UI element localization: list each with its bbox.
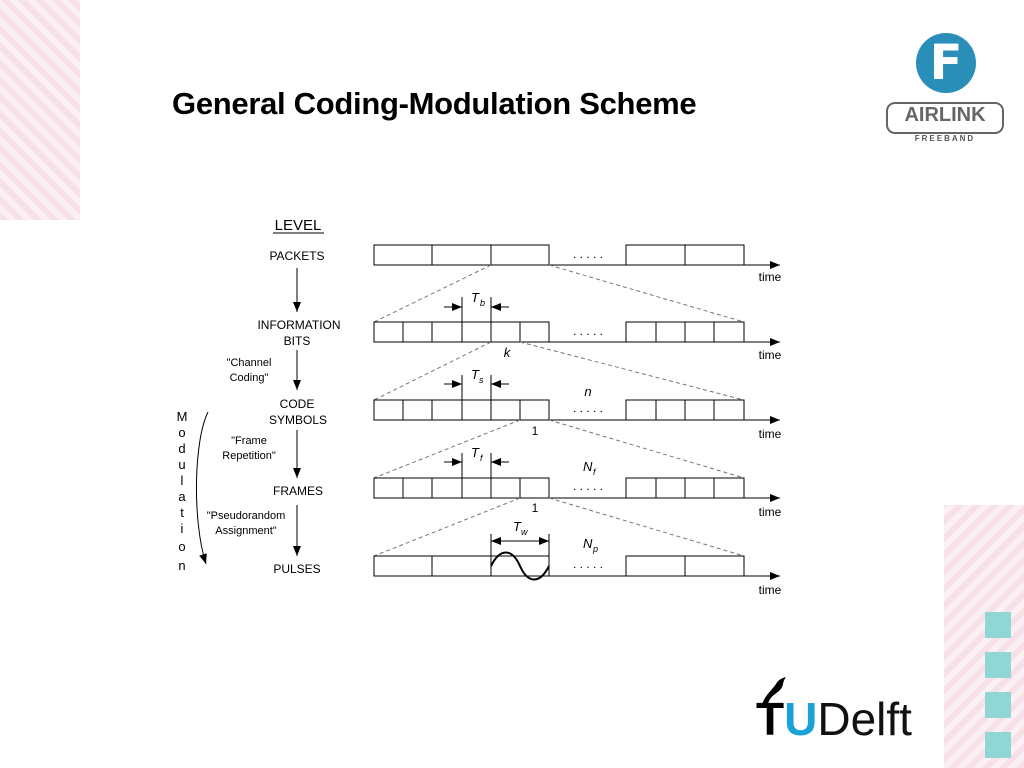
slide-title: General Coding-Modulation Scheme (172, 86, 697, 121)
teal-square (985, 692, 1011, 718)
symbol-nf: N (583, 459, 593, 474)
tudelft-logo-u: U (784, 693, 818, 745)
time-label: time (759, 427, 782, 441)
symbol-ts: T (471, 367, 480, 382)
symbol-k: k (504, 345, 512, 360)
airlink-logo-text: AIRLINK (904, 104, 986, 126)
modulation-letter: n (178, 558, 185, 573)
symbol-tf-sub: f (480, 453, 484, 463)
teal-square (985, 612, 1011, 638)
expansion-line (548, 497, 745, 557)
symbol-one: 1 (532, 424, 539, 438)
symbol-tb: T (471, 290, 480, 305)
pulse-waveform (490, 551, 550, 581)
symbol-tw: T (513, 519, 522, 534)
transition-channel: "Channel (227, 357, 272, 369)
expansion-line (373, 497, 521, 557)
level-symbols: SYMBOLS (269, 413, 327, 427)
teal-square (985, 652, 1011, 678)
symbol-one: 1 (532, 501, 539, 515)
packets-row (373, 244, 780, 269)
frames-row (373, 477, 780, 502)
ellipsis: . . . . . (573, 247, 603, 261)
tudelft-flame-icon (762, 677, 786, 704)
symbol-tf: T (471, 445, 480, 460)
symbol-n: n (584, 384, 591, 399)
decorative-pattern-left (0, 0, 80, 220)
level-information: INFORMATION (257, 318, 340, 332)
modulation-letter: d (178, 441, 185, 456)
expansion-line (519, 341, 745, 401)
ellipsis: . . . . . (573, 479, 603, 493)
level-bits: BITS (284, 334, 311, 348)
teal-square (985, 732, 1011, 758)
time-label: time (759, 505, 782, 519)
level-header: LEVEL (275, 217, 322, 234)
airlink-logo-frame (886, 102, 1004, 134)
modulation-curve-arrow (195, 411, 209, 565)
expansion-line (548, 419, 745, 479)
level-code: CODE (280, 397, 315, 411)
modulation-letter: o (178, 539, 185, 554)
expansion-line (373, 341, 492, 401)
symbol-tb-sub: b (480, 298, 485, 308)
transition-repetition: Repetition" (222, 450, 276, 462)
level-packets: PACKETS (269, 249, 324, 263)
level-pulses: PULSES (273, 562, 320, 576)
transition-coding: Coding" (230, 372, 269, 384)
transition-assignment: Assignment" (215, 525, 276, 537)
modulation-letter: M (177, 409, 188, 424)
symbol-nf-sub: f (593, 467, 597, 477)
modulation-letter: t (180, 505, 184, 520)
modulation-label: M o d u l a t i o n (177, 409, 188, 573)
modulation-letter: u (178, 457, 185, 472)
modulation-letter: o (178, 425, 185, 440)
symbols-row (373, 399, 780, 424)
symbol-ts-sub: s (479, 375, 484, 385)
ellipsis: . . . . . (573, 324, 603, 338)
tudelft-logo-t: T (756, 693, 785, 745)
level-frames: FRAMES (273, 484, 323, 498)
expansion-line (548, 264, 745, 323)
transition-frame: "Frame (231, 435, 267, 447)
time-label: time (759, 583, 782, 597)
modulation-letter: i (181, 521, 184, 536)
expansion-line (373, 419, 521, 479)
symbol-np: N (583, 536, 593, 551)
ellipsis: . . . . . (573, 557, 603, 571)
airlink-logo-icon: F (916, 33, 976, 93)
symbol-tw-sub: w (521, 527, 528, 537)
freeband-logo-text: FREEBAND (914, 134, 976, 143)
tudelft-logo: TUDelft (756, 692, 912, 746)
expansion-line (373, 264, 492, 323)
modulation-letter: a (178, 489, 186, 504)
tudelft-logo-delft: Delft (817, 693, 912, 745)
modulation-letter: l (181, 473, 184, 488)
transition-pseudorandom: "Pseudorandom (207, 510, 286, 522)
time-label: time (759, 270, 782, 284)
symbol-np-sub: p (592, 544, 598, 554)
time-label: time (759, 348, 782, 362)
pulses-row (373, 551, 780, 581)
ellipsis: . . . . . (573, 401, 603, 415)
